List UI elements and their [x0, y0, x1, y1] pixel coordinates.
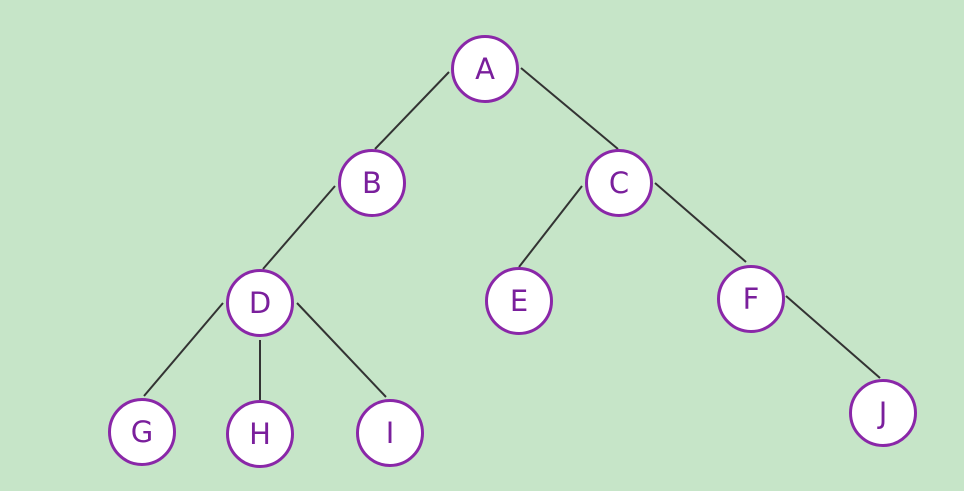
node-D: D	[226, 269, 294, 337]
node-C-label: C	[608, 166, 630, 200]
edge-B-D	[262, 185, 336, 270]
edge-C-E	[518, 185, 583, 268]
edge-D-I	[296, 302, 387, 398]
edge-F-J	[785, 295, 881, 379]
node-F: F	[717, 265, 785, 333]
node-B: B	[338, 149, 406, 217]
node-A-label: A	[475, 52, 495, 86]
node-A: A	[451, 35, 519, 103]
node-G: G	[108, 398, 176, 466]
node-H-label: H	[249, 417, 271, 451]
node-G-label: G	[130, 415, 154, 449]
edge-D-G	[143, 302, 224, 397]
edge-C-F	[654, 182, 747, 263]
edge-A-C	[520, 67, 619, 150]
edge-A-B	[374, 71, 450, 150]
node-I: I	[356, 399, 424, 467]
node-J: J	[849, 379, 917, 447]
node-E: E	[485, 267, 553, 335]
node-I-label: I	[385, 416, 395, 450]
node-H: H	[226, 400, 294, 468]
node-C: C	[585, 149, 653, 217]
node-D-label: D	[248, 286, 272, 320]
node-J-label: J	[878, 396, 888, 430]
node-F-label: F	[742, 282, 760, 316]
node-B-label: B	[362, 166, 382, 200]
node-E-label: E	[509, 284, 529, 318]
